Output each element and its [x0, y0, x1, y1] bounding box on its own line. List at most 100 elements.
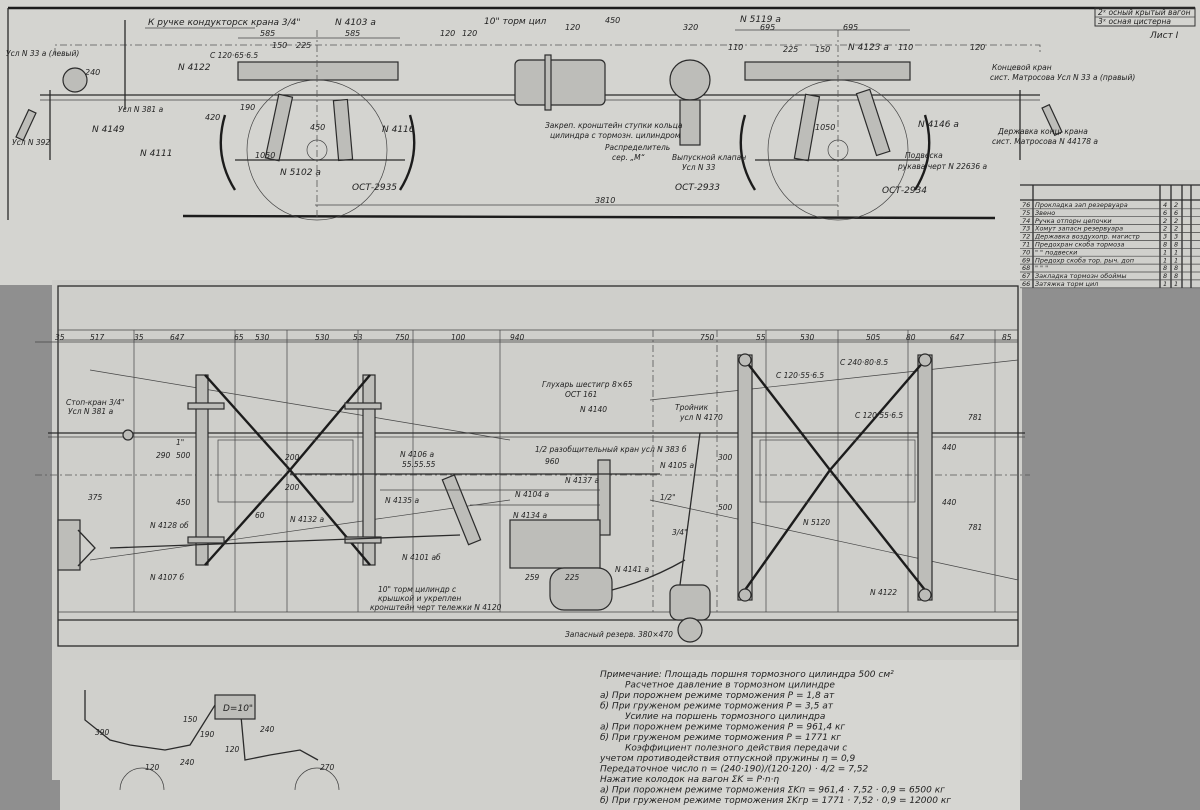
table-cell-name: Державка воздухопр. магистр — [1034, 233, 1140, 241]
label: 10" торм цил — [484, 17, 547, 27]
dimension: 259 — [525, 573, 540, 582]
table-cell-q1: 2 — [1163, 225, 1167, 233]
label: Закреп. кронштейн ступки кольца — [545, 121, 683, 130]
dimension: 781 — [968, 523, 982, 532]
dimension: 420 — [205, 113, 220, 122]
note-line: Усилие на поршень тормозного цилиндра — [625, 712, 825, 722]
table-cell-q2: 3 — [1174, 233, 1178, 241]
table-cell-no: 66 — [1022, 280, 1030, 288]
table-cell-name: Затяжка торм цил — [1035, 280, 1098, 288]
dimension: 240 — [180, 758, 195, 767]
dimension: 85 — [1002, 333, 1012, 342]
dimension: 110 — [898, 43, 913, 52]
label: N 4135 а — [385, 496, 419, 505]
sheet-number: Лист I — [1149, 31, 1179, 41]
dimension: 270 — [320, 763, 335, 772]
table-cell-no: 73 — [1022, 225, 1030, 233]
table-cell-q1: 1 — [1163, 256, 1167, 264]
plan-view-labels: Стоп-кран 3/4" Усл N 381 а N 4128 об N 4… — [66, 358, 903, 639]
dimension: 390 — [95, 728, 110, 737]
note-line: Коэффициент полезного действия передачи … — [625, 744, 847, 754]
label: ОСТ-2933 — [675, 183, 720, 193]
dimension: 517 — [90, 333, 105, 342]
table-cell-name: Предохран скоба тормоза — [1035, 241, 1125, 249]
label: N 4146 а — [918, 120, 959, 130]
label: С 240·80·8.5 — [840, 358, 888, 367]
label: Усл N 381 а — [118, 105, 164, 114]
dimension: 110 — [728, 43, 743, 52]
table-cell-q1: 8 — [1163, 264, 1167, 272]
dimension: 240 — [85, 68, 100, 77]
dimension: 1050 — [255, 151, 275, 160]
dimension: 440 — [942, 498, 957, 507]
label: Усл N 392 — [12, 138, 50, 147]
label: Тройник — [675, 403, 709, 412]
label: 55.55.55 — [402, 460, 436, 469]
dimension: 320 — [683, 23, 698, 32]
dimension: 120 — [970, 43, 985, 52]
dimension: 200 — [285, 483, 300, 492]
table-cell-no: 71 — [1022, 241, 1030, 249]
label: Усл N 33 — [682, 163, 716, 172]
label: N 4141 а — [615, 565, 649, 574]
table-cell-q2: 2 — [1174, 225, 1178, 233]
table-cell-no: 67 — [1022, 272, 1031, 280]
label: Усл N 381 а — [68, 407, 114, 416]
label: цилиндра с тормозн. цилиндром — [550, 131, 681, 140]
dimension: 120 — [565, 23, 580, 32]
table-cell-q2: 2 — [1174, 217, 1178, 225]
label: N 4104 а — [515, 490, 549, 499]
dimension: 530 — [255, 333, 270, 342]
brake-cylinder-plan — [509, 519, 601, 569]
dimension: 647 — [950, 333, 965, 342]
dimension: 35 — [55, 333, 65, 342]
title-line-2: 3ˣ осная цистерна — [1098, 17, 1171, 26]
table-cell-no: 69 — [1022, 256, 1030, 264]
label: N 4134 а — [513, 511, 547, 520]
label: N 4116 — [382, 125, 415, 135]
table-cell-name: Ручка отпорн цепочки — [1035, 217, 1112, 225]
table-cell-q2: 6 — [1174, 209, 1178, 217]
upper-sheet — [0, 0, 1200, 285]
dimension: 190 — [240, 103, 255, 112]
table-cell-q1: 1 — [1163, 248, 1167, 256]
table-cell-q1: 2 — [1163, 217, 1167, 225]
dimension: 65 — [234, 333, 244, 342]
table-cell-q2: 8 — [1174, 241, 1178, 249]
label: Выпускной клапан — [672, 153, 746, 162]
dimension: 585 — [345, 29, 360, 38]
note-line: б) При груженом режиме торможения P = 3,… — [600, 702, 834, 712]
table-cell-q1: 4 — [1163, 201, 1167, 209]
table-cell-no: 72 — [1022, 233, 1030, 241]
dimension: 240 — [260, 725, 275, 734]
dimension: 120 — [462, 29, 477, 38]
table-cell-q2: 8 — [1174, 272, 1178, 280]
label: ОСТ-2935 — [352, 183, 397, 193]
notes-block: Примечание: Площадь поршня тормозного ци… — [599, 670, 951, 806]
note-line: Нажатие колодок на вагон ΣK = P·n·η — [600, 775, 779, 785]
label: N 4137 а — [565, 476, 599, 485]
label: С 120·55·6.5 — [855, 411, 903, 420]
dimension: 585 — [260, 29, 275, 38]
table-cell-q2: 1 — [1174, 248, 1178, 256]
label: N 4122 — [178, 63, 211, 73]
label: Усл N 33 а (левый) — [6, 49, 79, 58]
table-cell-name: Звено — [1035, 209, 1055, 217]
dimension: 505 — [866, 333, 881, 342]
dimension: 450 — [176, 498, 191, 507]
dimension: 190 — [200, 730, 215, 739]
table-cell-name: Предохр скоба тор. рыч. доп — [1035, 256, 1134, 264]
dimension: 500 — [176, 451, 191, 460]
label: N 4111 — [140, 149, 173, 159]
title-line-1: 2ˣ осный крытый вагон — [1098, 8, 1191, 17]
dimension: 225 — [296, 41, 311, 50]
label: С 120·55·6.5 — [776, 371, 824, 380]
dimension: 150 — [815, 45, 830, 54]
dimension: 647 — [170, 333, 185, 342]
dimension: 3/4" — [672, 528, 688, 537]
label: N 4103 а — [335, 18, 376, 28]
plan-view-dimensions: 35 517 35 647 65 530 530 53 750 100 940 … — [55, 333, 1012, 582]
